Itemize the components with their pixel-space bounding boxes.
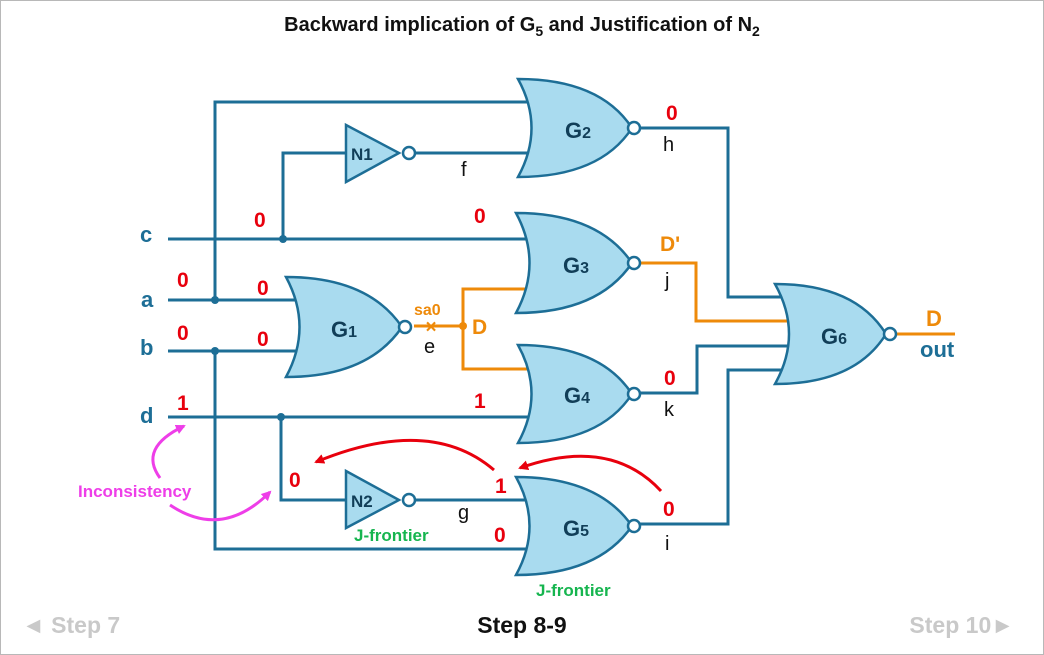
gate-g4: G4 (515, 343, 642, 445)
input-label-d: d (140, 403, 153, 428)
value-out: D (926, 306, 942, 331)
value-g: 1 (495, 475, 507, 498)
svg-text:G5: G5 (563, 516, 589, 541)
gate-n2: N2 (344, 468, 417, 531)
svg-text:G2: G2 (565, 118, 591, 143)
value-a-g1: 0 (257, 277, 269, 300)
fault-junction-dot (459, 322, 467, 330)
fault-x-mark: × (425, 317, 436, 338)
wire-b-g5 (213, 351, 533, 551)
wire-h (640, 126, 788, 299)
wire-label-i: i (665, 533, 669, 555)
value-d-g4: 1 (474, 390, 486, 413)
svg-text:G4: G4 (564, 383, 590, 408)
value-h: 0 (666, 102, 678, 125)
wire-label-h: h (663, 134, 674, 156)
value-b-in: 0 (177, 322, 189, 345)
svg-text:G1: G1 (331, 317, 357, 342)
value-d-in: 1 (177, 392, 189, 415)
value-n2-in: 0 (289, 469, 301, 492)
gate-g3: G3 (513, 211, 642, 315)
wire-k (640, 344, 792, 395)
gate-g2: G2 (515, 77, 642, 179)
value-a-in: 0 (177, 269, 189, 292)
value-c-g3: 0 (474, 205, 486, 228)
wire-i (640, 368, 788, 526)
value-j: D' (660, 233, 680, 256)
jfrontier-label-n2: J-frontier (354, 526, 429, 545)
wires (168, 100, 792, 551)
wire-label-g: g (458, 502, 469, 524)
implication-arrow-n2 (314, 438, 495, 472)
current-step-label: Step 8-9 (477, 612, 567, 638)
wire-a-g2 (213, 100, 533, 300)
gate-g5: G5 (513, 475, 642, 577)
diagram-title: Backward implication of G5 and Justifica… (284, 14, 760, 39)
fault-path (414, 261, 955, 371)
fault-label: sa0 (414, 302, 441, 319)
value-i: 0 (663, 498, 675, 521)
input-label-b: b (140, 335, 153, 360)
wire-c-n1 (281, 151, 346, 239)
value-g5-b: 0 (494, 524, 506, 547)
value-b-g1: 0 (257, 328, 269, 351)
prev-step-button[interactable]: ◄ Step 7 (22, 612, 121, 638)
inconsistency-label: Inconsistency (78, 482, 192, 501)
wire-label-e: e (424, 336, 435, 358)
svg-text:G6: G6 (821, 324, 847, 349)
wire-label-k: k (664, 399, 675, 421)
gate-g1: G1 (283, 275, 413, 379)
wire-label-f: f (461, 159, 467, 181)
value-e: D (472, 316, 487, 339)
output-label: out (920, 337, 955, 362)
input-label-a: a (141, 287, 154, 312)
wire-d-n2 (279, 417, 346, 502)
gate-n1: N1 (344, 122, 417, 185)
jfrontier-label-g5: J-frontier (536, 581, 611, 600)
svg-text:N1: N1 (351, 145, 373, 164)
value-c-branch: 0 (254, 209, 266, 232)
inconsistency-arrow-right (169, 490, 272, 522)
gate-g6: G6 (772, 282, 898, 386)
implication-arrow-g5 (518, 454, 663, 493)
wire-label-j: j (664, 270, 669, 292)
next-step-button[interactable]: Step 10► (909, 612, 1014, 638)
value-k: 0 (664, 367, 676, 390)
inconsistency-arrow-up (151, 424, 186, 479)
input-label-c: c (140, 222, 152, 247)
svg-text:N2: N2 (351, 492, 373, 511)
svg-text:G3: G3 (563, 253, 589, 278)
junction-dots (211, 235, 287, 421)
